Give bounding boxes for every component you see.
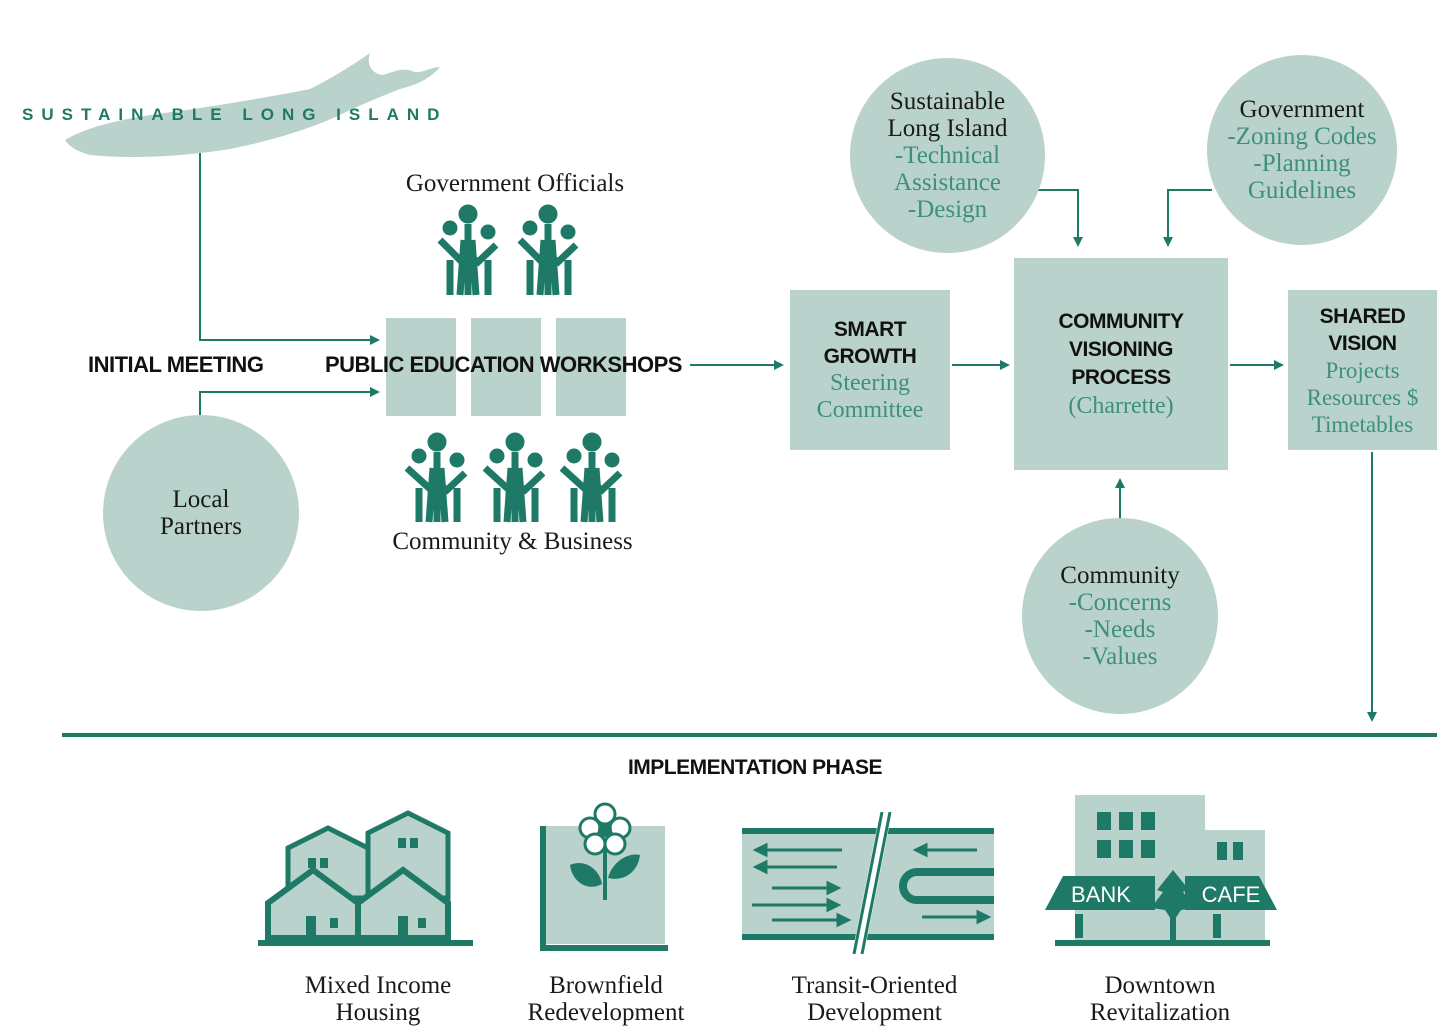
shared-vision-title2: VISION <box>1328 331 1397 355</box>
impl-housing-line2: Housing <box>335 999 421 1026</box>
community-sub1: -Concerns <box>1068 589 1172 616</box>
local-partners-circle: Local Partners <box>103 415 299 611</box>
implementation-title: IMPLEMENTATION PHASE <box>627 756 883 779</box>
smart-growth-sub2: Committee <box>816 397 924 423</box>
gov-line1: Government <box>1239 96 1365 123</box>
people-group-icon <box>437 204 579 296</box>
shared-vision-box: SHARED VISION Projects Resources $ Timet… <box>1288 290 1437 450</box>
smart-growth-box: SMART GROWTH Steering Committee <box>790 290 950 450</box>
impl-brownfield-line1: Brownfield <box>549 972 663 999</box>
visioning-title1: COMMUNITY <box>1058 310 1185 333</box>
impl-item-downtown: Downtown Revitalization <box>1050 972 1270 1026</box>
community-business-label: Community & Business <box>392 528 633 555</box>
visioning-sub: (Charrette) <box>1068 393 1174 419</box>
shared-vision-title1: SHARED <box>1319 304 1406 328</box>
gov-officials-label: Government Officials <box>405 170 625 197</box>
public-workshops-label: PUBLIC EDUCATION WORKSHOPS <box>325 352 682 377</box>
impl-transit-line1: Transit-Oriented <box>791 972 958 999</box>
impl-item-brownfield: Brownfield Redevelopment <box>495 972 717 1026</box>
smart-growth-title2: GROWTH <box>823 345 917 368</box>
impl-transit-line2: Development <box>807 999 942 1026</box>
transit-arrows-icon <box>742 812 994 954</box>
visioning-title3: PROCESS <box>1071 366 1171 389</box>
long-island-map-icon <box>65 53 440 157</box>
gov-sub1: -Zoning Codes <box>1227 123 1377 150</box>
storefront-icon: BANK CAFE <box>1045 795 1277 946</box>
impl-downtown-line1: Downtown <box>1104 972 1216 999</box>
workshop-panel-1 <box>386 318 456 416</box>
flower-icon <box>540 802 668 951</box>
sli-line1: Sustainable <box>889 88 1006 115</box>
local-partners-line2: Partners <box>160 513 242 540</box>
community-sub2: -Needs <box>1084 616 1156 643</box>
visioning-process-box: COMMUNITY VISIONING PROCESS (Charrette) <box>1014 258 1228 470</box>
shared-vision-sub1: Projects <box>1325 357 1400 383</box>
sli-line2: Long Island <box>887 115 1008 142</box>
impl-downtown-line2: Revitalization <box>1089 999 1231 1026</box>
community-circle: Community -Concerns -Needs -Values <box>1022 518 1218 714</box>
impl-brownfield-line2: Redevelopment <box>527 999 685 1026</box>
smart-growth-title1: SMART <box>833 318 907 341</box>
cafe-sign: CAFE <box>1202 882 1261 907</box>
impl-housing-line1: Mixed Income <box>304 972 452 999</box>
impl-item-housing: Mixed Income Housing <box>268 972 488 1026</box>
visioning-title2: VISIONING <box>1068 338 1174 361</box>
bank-sign: BANK <box>1071 882 1131 907</box>
workshop-panel-3 <box>556 318 626 416</box>
shared-vision-sub2: Resources $ <box>1306 384 1419 410</box>
local-partners-line1: Local <box>172 486 230 513</box>
community-line1: Community <box>1060 562 1180 589</box>
gov-sub3: Guidelines <box>1247 177 1357 204</box>
government-circle: Government -Zoning Codes -Planning Guide… <box>1207 55 1397 245</box>
community-people-icon <box>404 432 623 523</box>
initial-meeting-label: INITIAL MEETING <box>88 352 264 377</box>
community-sub3: -Values <box>1082 643 1158 670</box>
sli-circle: Sustainable Long Island -Technical Assis… <box>850 58 1045 253</box>
sli-sub2: Assistance <box>894 169 1001 196</box>
logo: SUSTAINABLE LONG ISLAND <box>20 45 450 165</box>
gov-sub2: -Planning <box>1253 150 1351 177</box>
houses-icon <box>258 810 473 946</box>
logo-text: SUSTAINABLE LONG ISLAND <box>22 105 448 124</box>
impl-item-transit: Transit-Oriented Development <box>752 972 997 1026</box>
shared-vision-sub3: Timetables <box>1311 411 1414 437</box>
sli-sub1: -Technical <box>894 142 1001 169</box>
sli-sub3: -Design <box>907 196 988 223</box>
smart-growth-sub1: Steering <box>830 370 910 396</box>
workshop-panel-2 <box>471 318 541 416</box>
